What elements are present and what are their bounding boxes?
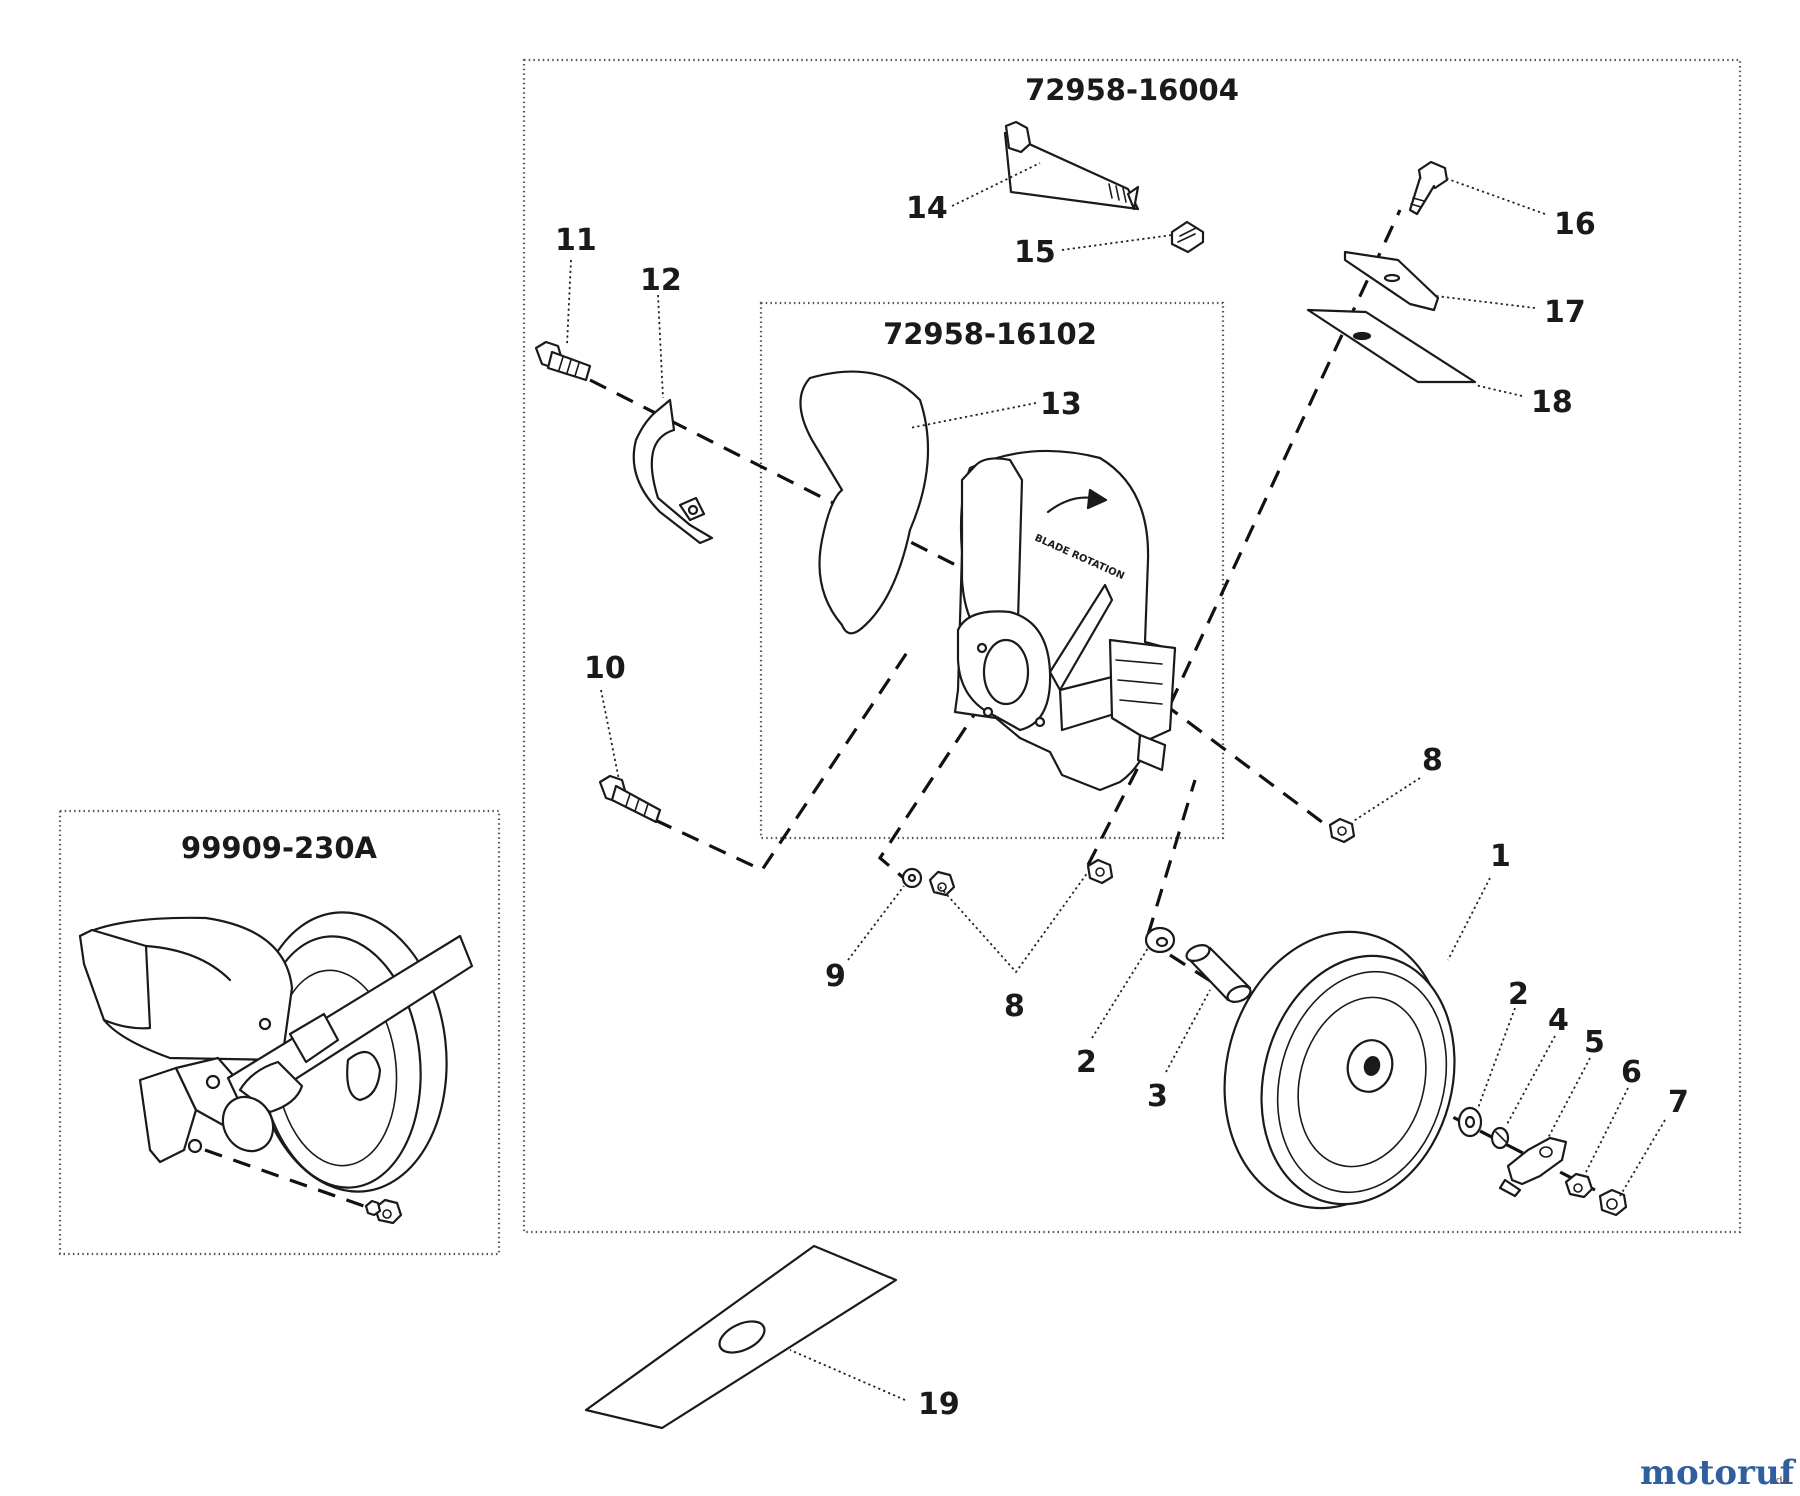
part-5-wing-knob (1498, 1136, 1568, 1198)
leader-8a (1351, 777, 1421, 823)
group-box-99909-230A (58, 809, 501, 1256)
leader-12 (657, 294, 664, 399)
group-box-72958-16102 (759, 301, 1225, 840)
leader-2b (1477, 1007, 1516, 1109)
callout-15: 15 (1014, 235, 1056, 270)
axis-line-nut-8 (1086, 209, 1402, 866)
part-16-cap-screw (1408, 160, 1449, 216)
leader-2a (1091, 947, 1149, 1039)
leader-16 (1444, 177, 1546, 215)
callout-2-right: 2 (1508, 977, 1529, 1012)
part-14-long-bolt (1003, 120, 1140, 211)
leader-9 (847, 885, 905, 961)
leader-lines (566, 162, 1666, 1401)
callout-1: 1 (1490, 839, 1511, 874)
leader-17 (1435, 295, 1536, 309)
leader-7 (1619, 1119, 1666, 1197)
part-8-nut-lower-left (928, 870, 956, 897)
leader-13 (909, 402, 1037, 429)
leader-6 (1583, 1087, 1629, 1177)
part-18-blade (1306, 308, 1477, 384)
group-label-72958-16102: 72958-16102 (883, 317, 1097, 351)
axis-line-wheel (1146, 779, 1197, 936)
callouts: 1 2 2 3 4 5 6 7 8 8 9 10 11 12 13 14 15 … (555, 191, 1689, 1422)
part-13-flap (799, 370, 930, 635)
part-2-washer-outer (1457, 1106, 1483, 1138)
callout-19: 19 (918, 1387, 960, 1422)
callout-10: 10 (584, 651, 626, 686)
leader-5 (1547, 1057, 1591, 1139)
part-2-washer-inner (1144, 926, 1176, 954)
part-4-lock-washer (1490, 1126, 1510, 1150)
part-17-blade-adapter (1343, 250, 1440, 312)
axis-line-washer-9 (877, 659, 1012, 887)
part-8-nut-upper (1328, 817, 1356, 844)
callout-14: 14 (906, 191, 948, 226)
group-label-72958-16004: 72958-16004 (1025, 73, 1239, 107)
part-10-hex-bolt (598, 774, 662, 824)
part-15-clip (1170, 220, 1205, 254)
part-12-bracket (632, 398, 714, 545)
group-label-99909-230A: 99909-230A (181, 831, 377, 865)
part-9-washer (901, 867, 923, 889)
callout-9: 9 (825, 959, 846, 994)
callout-6: 6 (1621, 1055, 1642, 1090)
callout-8-lower: 8 (1004, 989, 1025, 1024)
callout-5: 5 (1584, 1025, 1605, 1060)
part-3-spacer (1185, 944, 1252, 1003)
leader-3 (1165, 989, 1211, 1073)
part-19-edger-blade (584, 1244, 898, 1430)
watermark-logo: motoruf .de (1640, 1453, 1797, 1493)
leader-15 (1061, 234, 1173, 251)
axis-line-bolt-10 (654, 644, 914, 873)
leader-10 (600, 689, 620, 781)
part-8-nut-lower-right (1086, 858, 1114, 885)
callout-18: 18 (1531, 385, 1573, 420)
watermark-text: motoruf (1640, 1453, 1797, 1493)
callout-11: 11 (555, 223, 597, 258)
part-edger-guard-housing: BLADE ROTATION (953, 449, 1177, 792)
leader-19 (789, 1349, 906, 1401)
callout-8-upper: 8 (1422, 743, 1443, 778)
axis-line-inset (204, 1148, 376, 1212)
callout-3: 3 (1147, 1079, 1168, 1114)
part-11-hex-bolt (534, 340, 592, 382)
leader-11 (566, 259, 572, 346)
part-7-nut (1598, 1188, 1628, 1217)
callout-2-left: 2 (1076, 1045, 1097, 1080)
callout-7: 7 (1668, 1085, 1689, 1120)
leader-1 (1447, 877, 1491, 961)
callout-13: 13 (1040, 387, 1082, 422)
part-6-nut (1564, 1172, 1594, 1199)
leader-4 (1505, 1035, 1556, 1127)
callout-16: 16 (1554, 207, 1596, 242)
callout-17: 17 (1544, 295, 1586, 330)
leader-18 (1474, 384, 1523, 397)
leader-14 (951, 162, 1041, 207)
inset-assembled-edger (78, 911, 474, 1225)
part-1-wheel (1223, 930, 1456, 1210)
watermark-suffix: .de (1772, 1474, 1789, 1487)
callout-12: 12 (640, 263, 682, 298)
callout-4: 4 (1548, 1003, 1569, 1038)
leader-8b (939, 871, 1089, 974)
